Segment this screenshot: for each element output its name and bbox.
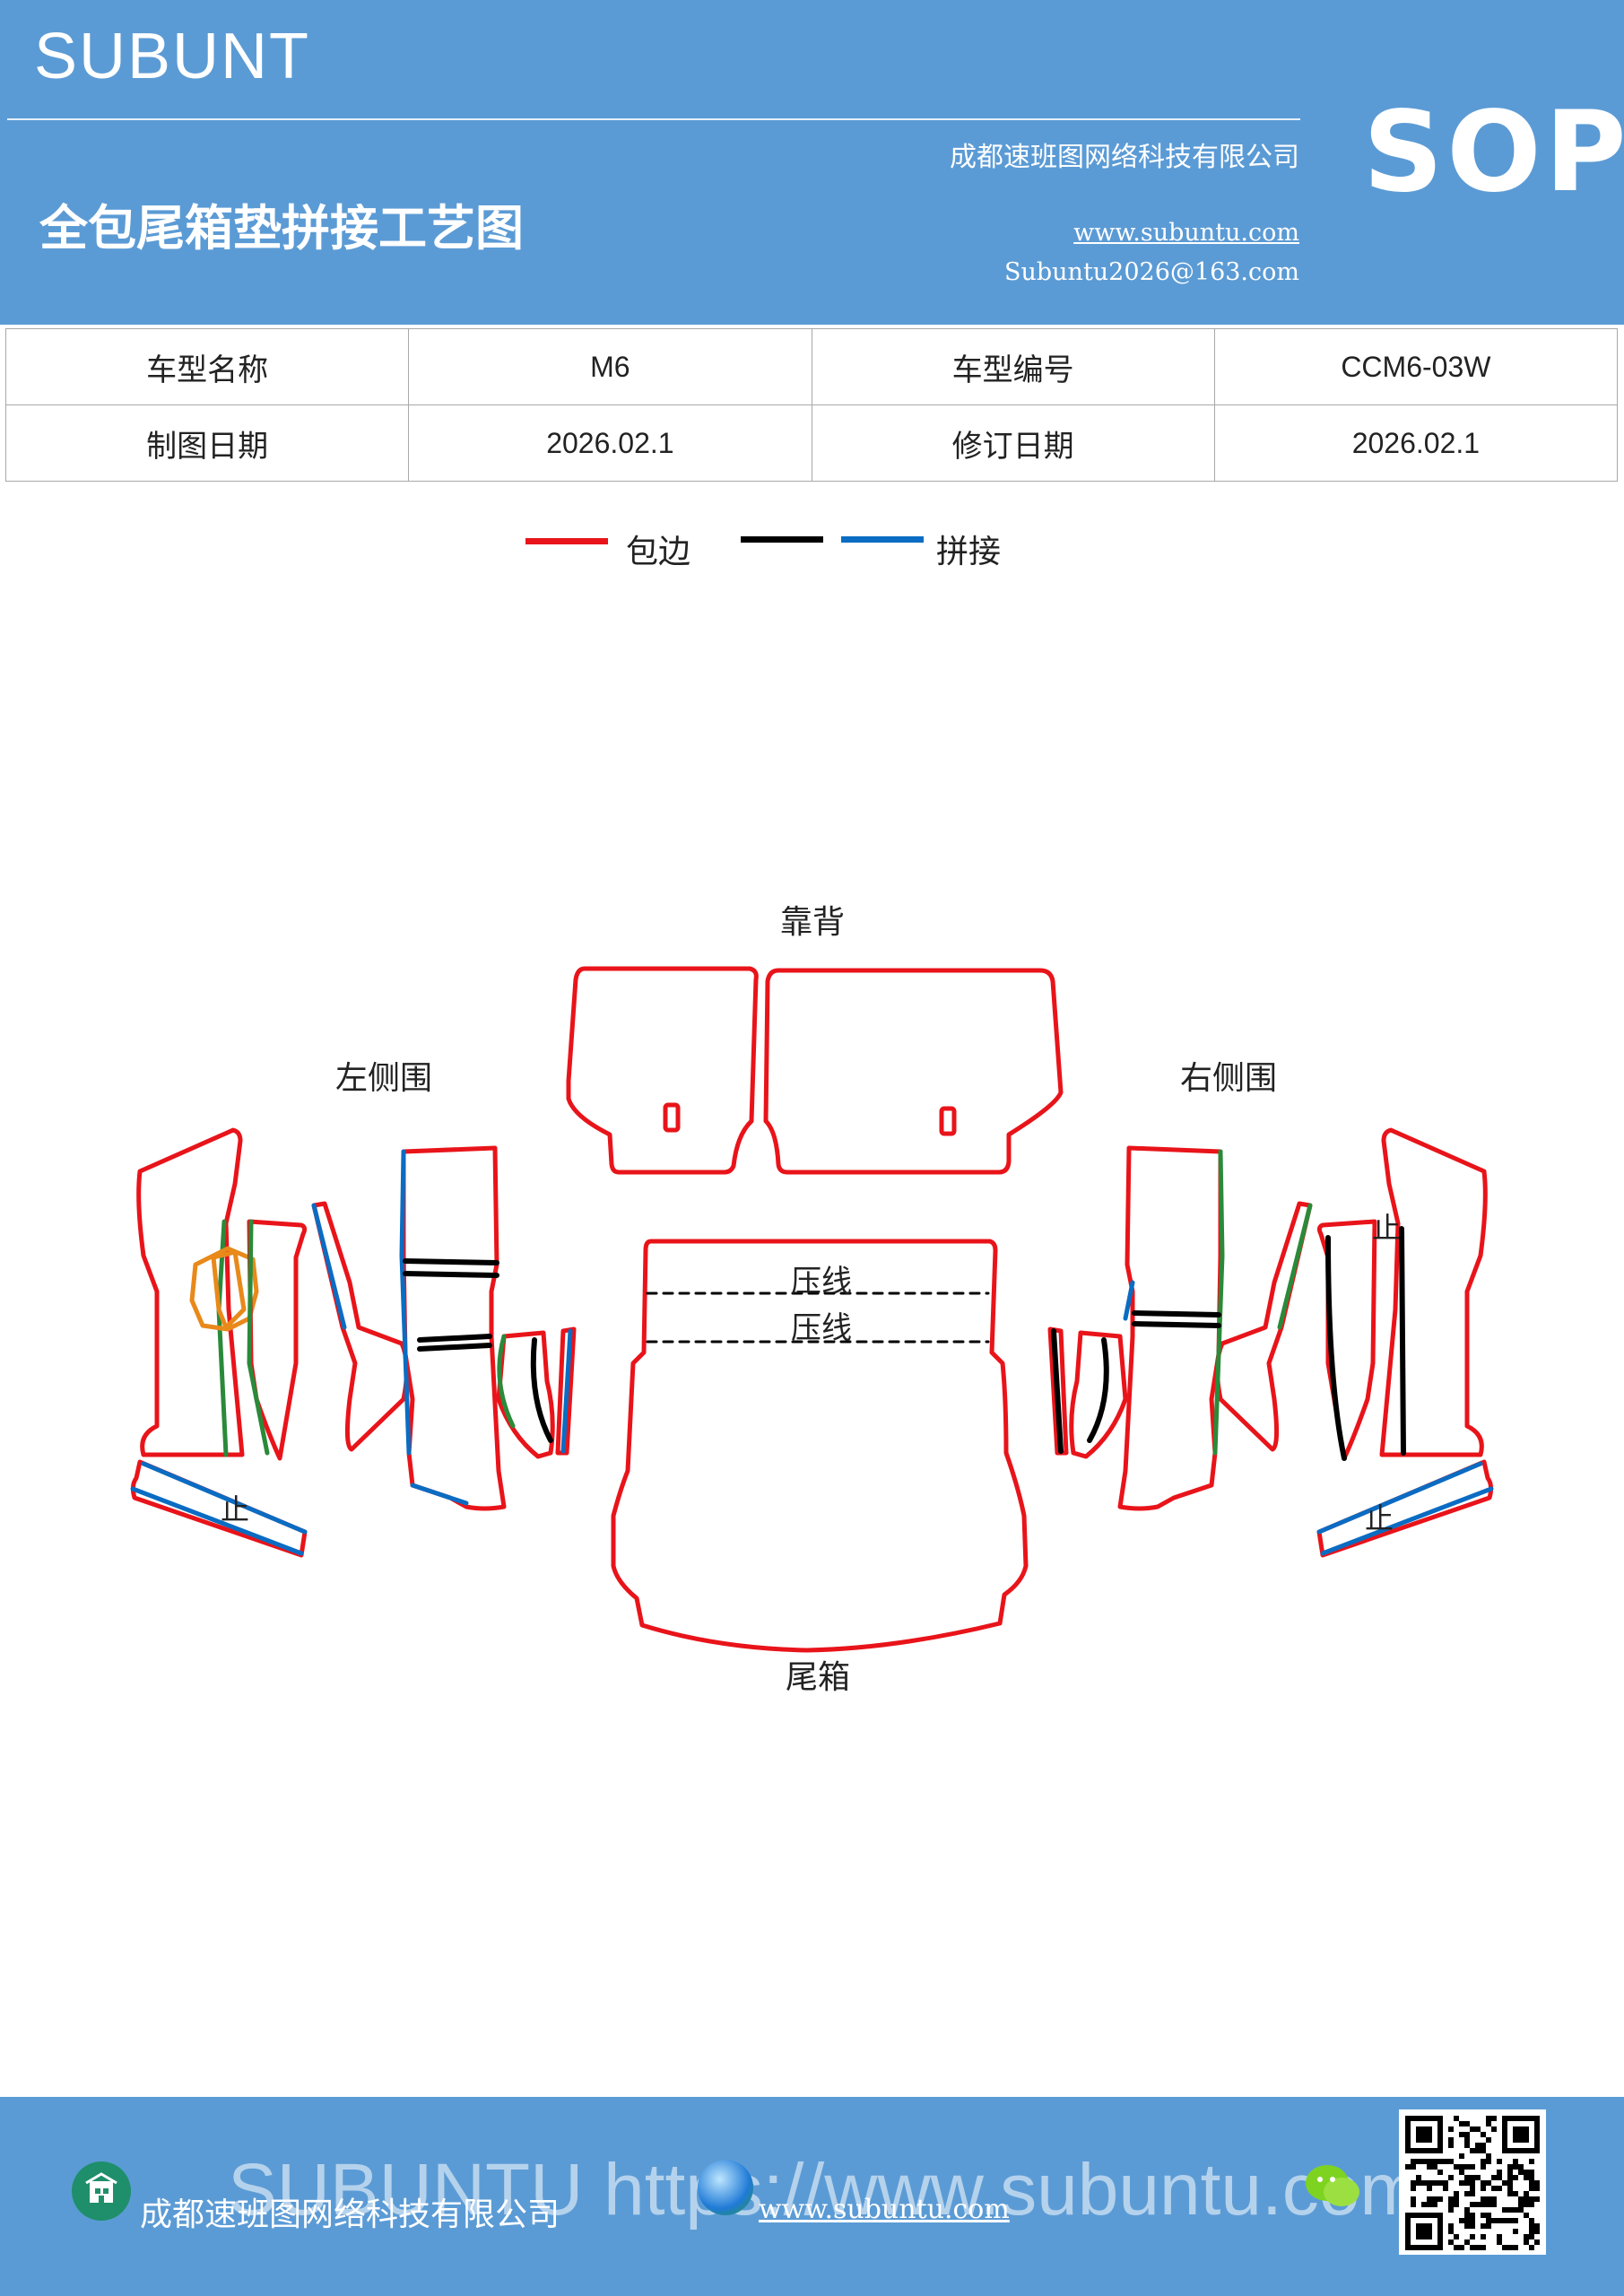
label-stop-left: 止 bbox=[221, 1492, 249, 1526]
revise-date-label: 修订日期 bbox=[811, 404, 1215, 482]
website-link[interactable]: www.subuntu.com bbox=[1073, 219, 1299, 247]
backrest-right-panel bbox=[763, 968, 1064, 1175]
right-side-curved-piece bbox=[1215, 1201, 1313, 1452]
label-backrest: 靠背 bbox=[780, 904, 845, 941]
legend-edge-label: 包边 bbox=[626, 534, 691, 570]
backrest-left-panel bbox=[566, 966, 759, 1175]
sop-badge: SOP bbox=[1363, 88, 1624, 217]
vehicle-info-table: 车型名称 M6 车型编号 CCM6-03W 制图日期 2026.02.1 修订日… bbox=[4, 328, 1619, 482]
left-side-orange-piece bbox=[189, 1246, 259, 1332]
right-side-tall-piece bbox=[1117, 1145, 1223, 1511]
qr-code bbox=[1399, 2109, 1546, 2255]
header-divider bbox=[7, 118, 1300, 120]
label-crease-2: 压线 bbox=[791, 1310, 852, 1346]
legend-edge-swatch bbox=[525, 538, 608, 544]
globe-icon bbox=[698, 2160, 753, 2215]
left-side-tall-piece bbox=[401, 1145, 507, 1511]
building-icon bbox=[72, 2161, 131, 2221]
company-name: 成都速班图网络科技有限公司 bbox=[950, 142, 1299, 173]
model-name-value: M6 bbox=[408, 328, 812, 405]
draw-date-label: 制图日期 bbox=[4, 404, 410, 482]
left-bottom-strip bbox=[130, 1459, 308, 1558]
label-left-side: 左侧围 bbox=[335, 1060, 432, 1097]
trunk-floor-panel bbox=[611, 1239, 1029, 1653]
right-side-outer-piece bbox=[1379, 1127, 1488, 1457]
footer-website-link[interactable]: www.subuntu.com bbox=[759, 2194, 1010, 2225]
backrest-left-slot bbox=[663, 1102, 681, 1133]
table-row: 车型名称 M6 车型编号 CCM6-03W bbox=[4, 328, 1619, 405]
header-banner bbox=[0, 0, 1624, 325]
email-address: Subuntu2026@163.com bbox=[1004, 258, 1299, 286]
mat-splice-diagram: 靠背 左侧围 右侧围 尾箱 压线 压线 止 止 止 bbox=[130, 904, 1494, 1696]
label-crease-1: 压线 bbox=[791, 1264, 852, 1300]
left-side-curved-piece bbox=[311, 1201, 409, 1452]
left-side-outer-piece bbox=[136, 1127, 245, 1457]
legend-splice-swatch bbox=[841, 536, 924, 543]
left-side-middle-piece bbox=[247, 1219, 308, 1461]
right-side-small-piece bbox=[1069, 1330, 1128, 1459]
brand-name: SUBUNT bbox=[34, 21, 311, 92]
left-side-small-piece bbox=[496, 1330, 555, 1459]
table-row: 制图日期 2026.02.1 修订日期 2026.02.1 bbox=[4, 404, 1619, 482]
wechat-icon bbox=[1304, 2161, 1361, 2212]
label-stop-right-top: 止 bbox=[1372, 1211, 1401, 1245]
draw-date-value: 2026.02.1 bbox=[408, 404, 812, 482]
right-bottom-strip bbox=[1316, 1459, 1494, 1558]
model-code-label: 车型编号 bbox=[811, 328, 1215, 405]
backrest-right-slot bbox=[939, 1106, 957, 1136]
model-code-value: CCM6-03W bbox=[1213, 328, 1619, 405]
label-trunk: 尾箱 bbox=[786, 1659, 850, 1696]
legend-black-swatch bbox=[741, 536, 823, 543]
footer-watermark: SUBUNTU https://www.subuntu.com bbox=[228, 2149, 1421, 2231]
legend-splice-label: 拼接 bbox=[936, 534, 1002, 570]
revise-date-value: 2026.02.1 bbox=[1213, 404, 1619, 482]
footer-company-name: 成都速班图网络科技有限公司 bbox=[140, 2196, 560, 2233]
model-name-label: 车型名称 bbox=[4, 328, 410, 405]
label-right-side: 右侧围 bbox=[1180, 1060, 1277, 1097]
label-stop-right-bottom: 止 bbox=[1365, 1501, 1394, 1535]
document-title: 全包尾箱垫拼接工艺图 bbox=[39, 200, 524, 257]
